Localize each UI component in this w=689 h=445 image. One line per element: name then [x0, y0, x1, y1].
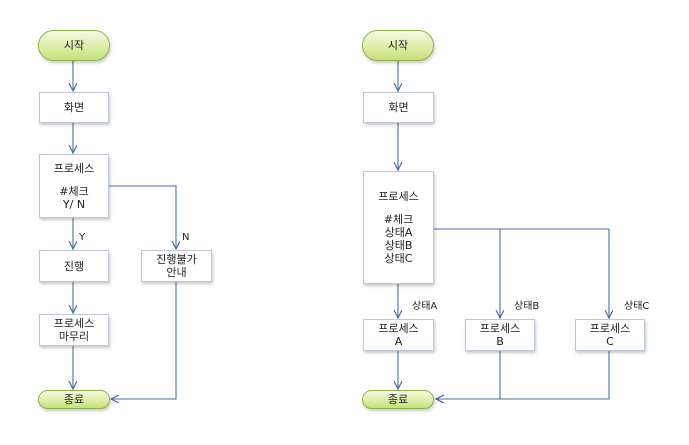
- connector-right-b-end: [436, 351, 501, 399]
- right-process-title: 프로세스: [378, 190, 419, 203]
- left-screen-label: 화면: [63, 101, 85, 114]
- right-process-a-box: 프로세스 A: [363, 319, 434, 351]
- left-blocked-line2: 안내: [166, 266, 187, 279]
- left-wrapup-line2: 마무리: [58, 330, 90, 343]
- left-end-terminal: 종료: [38, 390, 110, 409]
- right-branch-b-label: 상태B: [514, 301, 540, 312]
- left-blocked-line1: 진행불가: [156, 253, 197, 266]
- left-start-label: 시작: [63, 39, 85, 52]
- left-screen-box: 화면: [39, 92, 109, 123]
- left-process-check-box: 프로세스 #체크 Y/ N: [39, 154, 109, 218]
- left-start-terminal: 시작: [38, 30, 110, 61]
- right-process-b-box: 프로세스 B: [465, 319, 535, 351]
- left-yes-label: Y: [79, 232, 86, 243]
- right-start-label: 시작: [387, 39, 409, 52]
- left-process-yn: Y/ N: [62, 197, 86, 211]
- left-proceed-box: 진행: [39, 250, 109, 282]
- right-process-b-line1: 프로세스: [479, 322, 521, 335]
- right-end-label: 종료: [387, 393, 409, 406]
- right-branch-a-label: 상태A: [412, 301, 438, 312]
- right-process-b-line2: B: [496, 335, 504, 348]
- connector-right-c-end: [436, 351, 610, 399]
- right-screen-box: 화면: [363, 92, 434, 123]
- right-process-c-line1: 프로세스: [589, 322, 631, 335]
- connector-left-blocked-end: [111, 282, 177, 399]
- right-process-a-line2: A: [394, 335, 403, 348]
- right-end-terminal: 종료: [362, 390, 434, 409]
- left-wrapup-box: 프로세스 마무리: [39, 314, 109, 346]
- right-process-check-box: 프로세스 #체크 상태A 상태B 상태C: [363, 171, 434, 284]
- left-process-title: 프로세스: [53, 161, 95, 175]
- right-process-state-c: 상태C: [384, 252, 413, 265]
- left-proceed-label: 진행: [63, 259, 85, 273]
- right-start-terminal: 시작: [362, 30, 434, 61]
- right-screen-label: 화면: [388, 101, 409, 114]
- left-end-label: 종료: [63, 393, 85, 406]
- left-blocked-notice-box: 진행불가 안내: [141, 250, 212, 282]
- right-process-state-b: 상태B: [384, 239, 413, 252]
- right-process-a-line1: 프로세스: [378, 322, 419, 335]
- left-no-label: N: [182, 232, 190, 243]
- left-wrapup-line1: 프로세스: [53, 317, 95, 330]
- connector-left-process-blocked: [108, 185, 176, 249]
- right-branch-c-label: 상태C: [624, 301, 650, 312]
- right-process-c-line2: C: [606, 335, 614, 348]
- right-process-c-box: 프로세스 C: [575, 319, 645, 351]
- right-process-check: #체크: [383, 213, 414, 226]
- left-process-check: #체크: [59, 184, 89, 198]
- right-process-state-a: 상태A: [384, 226, 413, 239]
